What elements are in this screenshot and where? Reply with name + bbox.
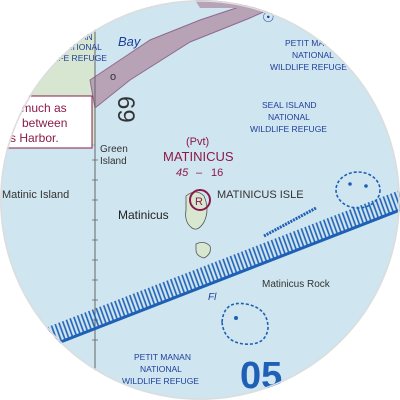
seal-island-line-2: NATIONAL — [268, 112, 310, 122]
airway-tick-band — [40, 190, 400, 350]
matinicus-isle-label: MATINICUS ISLE — [217, 189, 304, 201]
altitude-marker: 69 — [112, 96, 139, 123]
heading-05-label: 05 — [240, 355, 282, 397]
refuge-bottom-line-3: WILDLIFE REFUGE — [122, 376, 199, 386]
reef-area-icon — [221, 302, 269, 345]
matinicus-town-label: Matinicus — [118, 208, 169, 222]
airway-main-line — [39, 208, 400, 352]
seal-island-line-1: SEAL ISLAND — [262, 100, 317, 110]
airport-runway-length: 16 — [211, 167, 223, 179]
altitude-degree: o — [110, 71, 116, 83]
refuge-bottom-line-2: NATIONAL — [140, 364, 182, 374]
refuge-bottom-line-1: PETIT MANAN — [134, 352, 191, 362]
green-island-line-1: Green — [100, 144, 128, 155]
airport-elevation: 45 — [176, 167, 189, 179]
refuge-top-right-line-1: PETIT MANAN — [285, 38, 342, 48]
refuge-top-left-line-2: NATIONAL — [60, 42, 102, 52]
bay-label: Bay — [118, 34, 142, 49]
matinic-island-label: Matinic Island — [2, 189, 69, 201]
airport-symbol-letter: R — [195, 196, 203, 208]
note-line-2: between — [22, 116, 67, 130]
green-island-line-2: Island — [100, 156, 127, 167]
note-line-3: s Harbor. — [10, 131, 59, 145]
airport-name-label: MATINICUS — [163, 149, 234, 164]
altitude-value: 69 — [112, 96, 139, 123]
boundary-short-line — [263, 206, 317, 238]
refuge-top-right-line-2: NATIONAL — [292, 50, 334, 60]
refuge-top-left-line-3: WILDLIFE REFUGE — [30, 53, 107, 63]
lighthouse-flash-icon: Fl — [208, 292, 217, 303]
airport-pvt-label: (Pvt) — [186, 136, 209, 148]
refuge-top-left-line-1: MANAN — [62, 32, 93, 42]
airport-private-icon[interactable]: R — [189, 189, 211, 211]
refuge-top-right-line-3: WILDLIFE REFUGE — [270, 62, 347, 72]
seal-island-line-3: WILDLIFE REFUGE — [250, 124, 327, 134]
small-island-shape — [195, 242, 211, 259]
note-line-1: s much as — [12, 101, 67, 115]
airport-separator: – — [196, 167, 203, 179]
matinicus-rock-label: Matinicus Rock — [262, 279, 331, 290]
